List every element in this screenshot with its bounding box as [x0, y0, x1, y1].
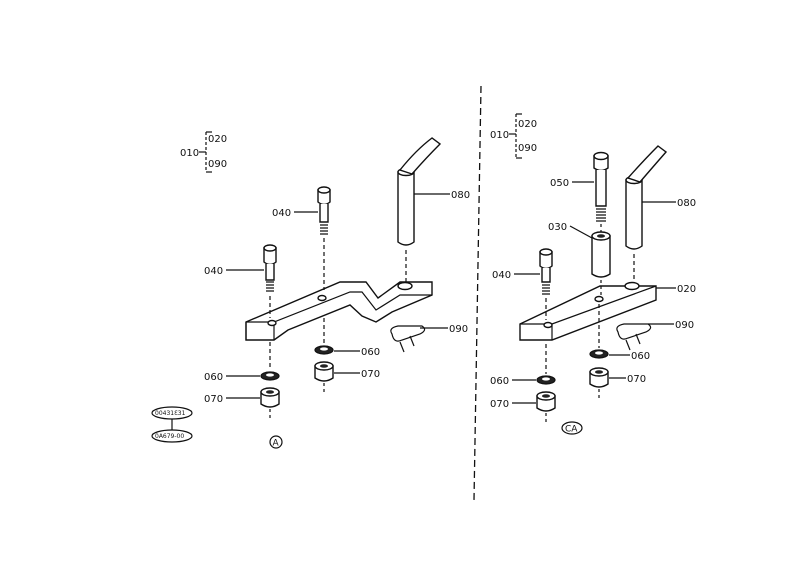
right-ref-040: 040	[492, 270, 511, 281]
left-ref-060-b: 060	[361, 347, 380, 358]
left-assembly: 010 020 090 040	[151, 131, 470, 449]
right-plate-020	[519, 285, 657, 341]
left-variant-mark-circle	[269, 435, 283, 449]
right-ref-060-a: 060	[490, 376, 509, 387]
right-ref-020: 020	[677, 284, 696, 295]
right-assembly: 010 020 090 020 050	[490, 113, 696, 435]
right-ref-090: 090	[675, 320, 694, 331]
left-clip-090	[390, 325, 426, 353]
right-bolt-050	[593, 151, 609, 232]
right-ref-010: 010	[490, 130, 509, 141]
right-variant-mark: CA	[565, 425, 578, 435]
left-ref-060-a: 060	[204, 372, 223, 383]
left-variant-mark: A	[273, 439, 280, 449]
left-ref-010: 010	[180, 148, 199, 159]
right-ref-090-top: 090	[518, 143, 537, 154]
right-ref-070-b: 070	[627, 374, 646, 385]
left-ref-040-a: 040	[272, 208, 291, 219]
right-ref-030: 030	[548, 222, 567, 233]
right-variant-mark-circle	[561, 421, 583, 435]
right-ref-050: 050	[550, 178, 569, 189]
left-pin-080	[397, 137, 442, 282]
left-ref-090: 090	[449, 324, 468, 335]
left-bracket-plate	[245, 281, 433, 341]
right-ref-060-b: 060	[631, 351, 650, 362]
left-bolt-040-upper	[317, 186, 331, 290]
right-spacer-030	[591, 231, 611, 296]
section-divider	[473, 85, 482, 501]
left-ref-070-a: 070	[204, 394, 223, 405]
serial-label-1: 00431Ɛ31	[155, 410, 186, 417]
right-ref-020-top: 020	[518, 119, 537, 130]
left-ref-080: 080	[451, 190, 470, 201]
serial-label-2: 0A679-00	[155, 433, 184, 440]
serial-label-oval-2	[151, 429, 193, 443]
left-bolt-040-lower	[263, 244, 277, 318]
left-ref-040-b: 040	[204, 266, 223, 277]
right-pin-080	[625, 145, 668, 282]
right-ref-080: 080	[677, 198, 696, 209]
left-ref-020: 020	[208, 134, 227, 145]
left-ref-090-top: 090	[208, 159, 227, 170]
right-ref-070-a: 070	[490, 399, 509, 410]
right-clip-090	[616, 323, 652, 351]
right-bolt-040	[539, 248, 553, 320]
left-ref-070-b: 070	[361, 369, 380, 380]
